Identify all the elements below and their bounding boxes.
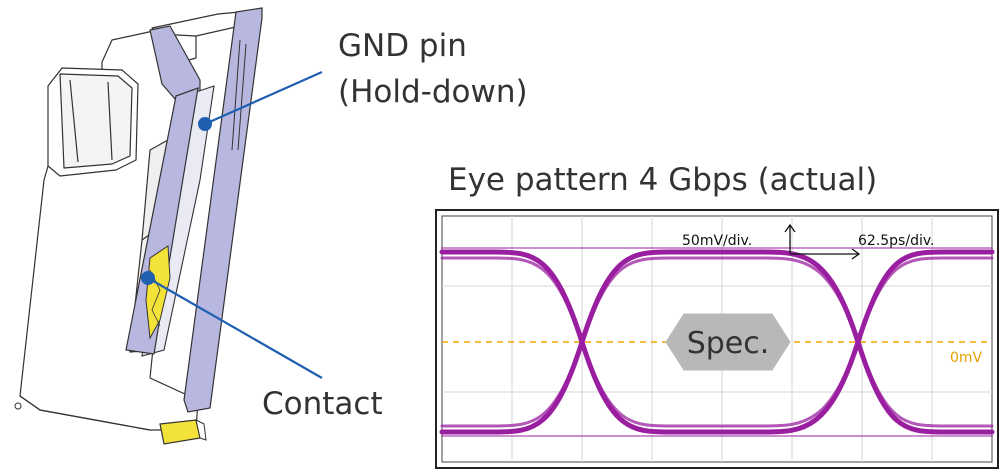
contact-label: Contact [262,386,383,422]
solder-tail [159,419,201,445]
eye-traces [439,247,995,437]
gnd-pin-leader-line [204,70,323,126]
spec-mask-hexagon [665,313,791,371]
eye-pattern-title: Eye pattern 4 Gbps (actual) [448,162,878,198]
gnd-pin-leader-dot [198,117,212,131]
contact-spring [145,245,171,340]
vertical-scale-label: 50mV/div. [682,233,752,249]
vertical-scale-arrow [784,223,796,254]
gnd-pin-label-line1: GND pin [338,28,467,64]
gnd-pin-label-line2: (Hold-down) [338,74,528,110]
contact-leader-line [147,277,323,379]
spec-label: Spec. [687,326,770,361]
zero-level-label: 0mV [950,350,983,366]
eye-diagram-scope: Spec. 50mV/div. 62.5ps/div. 0mV [435,209,999,469]
horizontal-scale-arrow [790,248,861,260]
horizontal-scale-label: 62.5ps/div. [858,233,935,249]
contact-leader-dot [141,271,155,285]
